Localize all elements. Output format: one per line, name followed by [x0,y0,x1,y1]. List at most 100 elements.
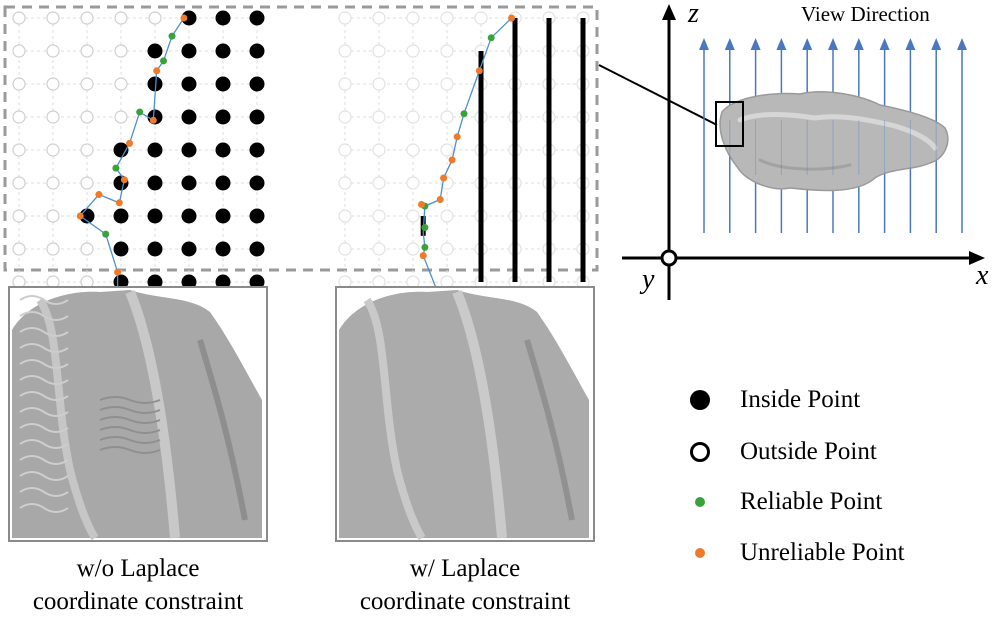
view-ray-arrowhead [750,38,761,50]
ripple-line [19,487,69,497]
ripple-line [19,503,69,513]
outside-point [406,143,420,157]
legend-item-outside: Outside Point [740,435,877,469]
inside-point [215,43,231,59]
unreliable-point [508,14,516,22]
unreliable-point [180,14,188,22]
unreliable-point [475,67,483,75]
inside-point [215,109,231,125]
outside-point [372,176,386,190]
outside-point [338,242,352,256]
outside-point [114,110,128,124]
ripple-line [19,439,69,449]
ripple-line [99,406,161,414]
ripple-line [99,426,161,434]
inside-point [249,175,265,191]
outside-point [338,176,352,190]
boundary-path [422,17,513,299]
inside-point [147,208,163,224]
inside-point [147,142,163,158]
x-axis-label: x [976,260,989,291]
reliable-point [168,32,176,40]
outside-point [406,176,420,190]
outside-point [46,209,60,223]
inside-point [147,175,163,191]
reliable-point [136,108,144,116]
inside-point [215,208,231,224]
ripple-line [19,359,69,369]
view-ray-arrowhead [776,38,787,50]
caption-line-1: w/ Laplace [409,555,521,582]
ripple-line [19,423,69,433]
ripple-line [19,343,69,353]
outside-point [406,11,420,25]
inside-point [147,274,163,290]
inside-point [181,241,197,257]
outside-point [440,44,454,58]
ripple-line [99,416,161,424]
reliable-point [421,224,429,232]
outside-point [406,77,420,91]
unreliable-point [114,268,122,276]
outside-point [114,77,128,91]
inside-point [249,76,265,92]
outside-point [80,44,94,58]
legend-label: Inside Point [740,386,861,413]
ripple-line [19,375,69,385]
inside-point [215,10,231,26]
ripple-line [19,407,69,417]
inside-point [181,142,197,158]
outside-point [80,143,94,157]
inside-point [249,109,265,125]
outside-point [338,44,352,58]
outside-point [80,176,94,190]
outside-point [12,143,26,157]
y-axis-origin-circle [660,249,678,267]
inside-point [147,76,163,92]
outside-point [440,77,454,91]
inside-point [181,109,197,125]
legend-label: Reliable Point [740,488,883,515]
reliable-point [102,230,110,238]
right-grid [338,11,590,302]
reliable-point [421,243,429,251]
left-grid [12,10,265,302]
legend-markers [690,390,710,558]
legend-outside-marker [690,442,710,462]
outside-point [372,11,386,25]
unreliable-point [453,133,461,141]
reliable-point [112,164,120,172]
inside-point [181,274,197,290]
inside-point [147,241,163,257]
view-ray-arrowhead [802,38,813,50]
caption-line-2: coordinate constraint [32,588,244,615]
outside-point [440,11,454,25]
outside-point [440,209,454,223]
scanned-object-shape [719,91,949,192]
outside-point [80,77,94,91]
outside-point [372,242,386,256]
outside-point [12,176,26,190]
outside-point [372,77,386,91]
inside-point [181,175,197,191]
outside-point [114,44,128,58]
grid-panel-dashed-border [3,5,599,272]
outside-point [406,209,420,223]
inside-point [181,76,197,92]
render-without-laplace [8,286,268,542]
view-ray-arrowhead [879,38,890,50]
legend-label: Unreliable Point [740,539,905,566]
legend-reliable-marker [695,497,705,507]
inside-point [181,43,197,59]
view-direction-label: View Direction [801,2,930,26]
legend-item-reliable: Reliable Point [740,485,882,519]
z-axis-label: z [688,0,699,29]
view-ray-arrowhead [957,38,967,50]
outside-point [440,242,454,256]
inside-point [113,241,129,257]
unreliable-point [153,67,161,75]
inside-point [147,43,163,59]
view-ray-arrowhead [853,38,864,50]
reliable-point [160,57,167,65]
